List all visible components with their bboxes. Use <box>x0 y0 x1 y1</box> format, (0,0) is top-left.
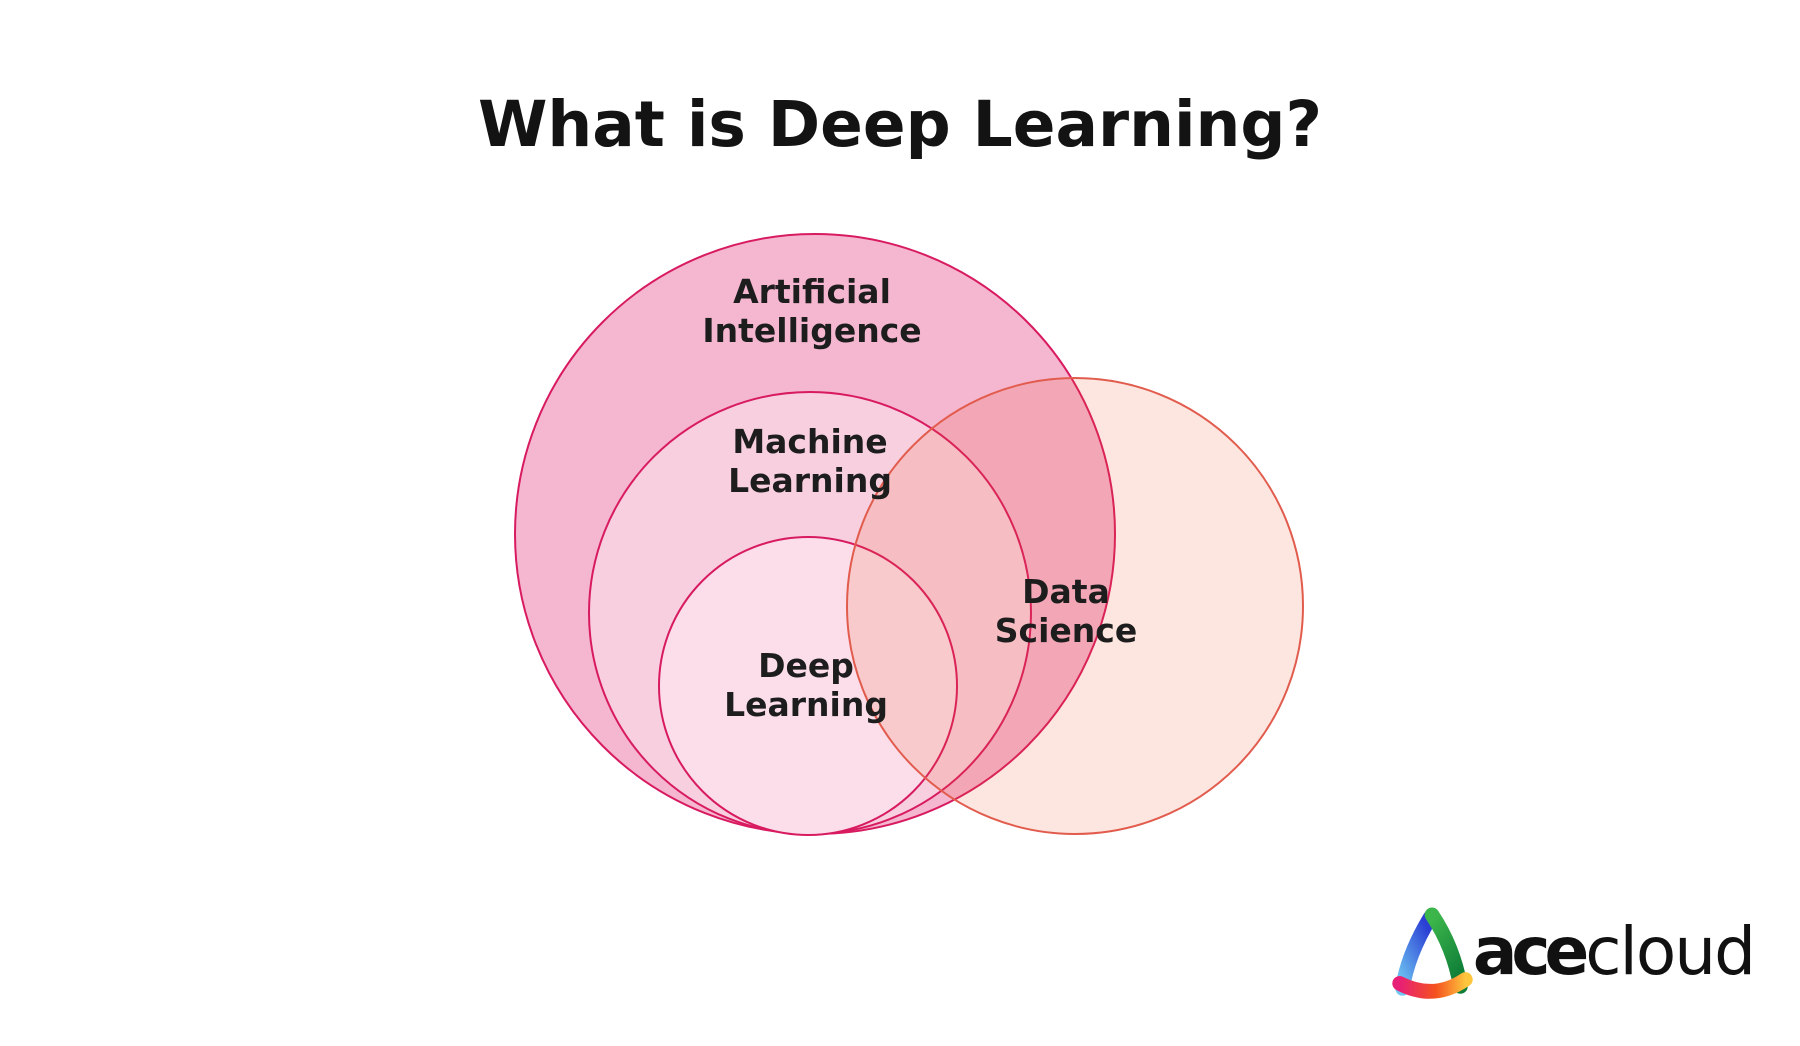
label-line: Intelligence <box>702 311 922 350</box>
label-machine-learning: Machine Learning <box>728 422 892 501</box>
label-line: Deep <box>758 646 854 686</box>
label-line: Machine <box>732 422 888 462</box>
label-line: Science <box>994 611 1138 650</box>
label-artificial-intelligence: Artificial Intelligence <box>702 272 922 351</box>
label-data-science: Data Science <box>994 572 1138 651</box>
acecloud-logo-mark-icon <box>1392 907 1473 999</box>
circle-deep-learning <box>658 536 958 836</box>
acecloud-wordmark: acecloud <box>1473 919 1756 991</box>
wordmark-ace: ace <box>1472 913 1589 990</box>
wordmark-cloud: cloud <box>1585 913 1756 990</box>
label-deep-learning: Deep Learning <box>724 646 888 725</box>
circle-data-science <box>846 377 1304 835</box>
label-line: Artificial <box>733 272 891 312</box>
acecloud-logo: acecloud <box>1383 904 1756 1006</box>
label-line: Data <box>1022 572 1110 612</box>
page-title: What is Deep Learning? <box>477 88 1323 161</box>
label-line: Learning <box>724 685 888 724</box>
label-line: Learning <box>728 461 892 500</box>
